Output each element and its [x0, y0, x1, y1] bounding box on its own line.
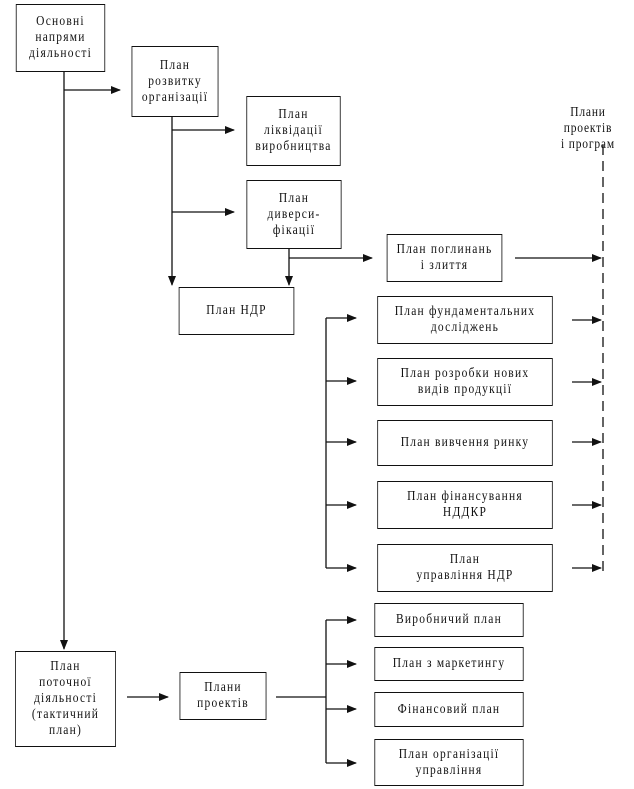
market-study-plan-box: План вивчення ринку — [377, 420, 553, 466]
production-plan-box: Виробничий план — [374, 603, 524, 637]
fundamental-research-plan-box: План фундаментальних досліджень — [377, 296, 553, 344]
projects-programs-text: Плани проектів і програм — [561, 105, 615, 152]
diversification-plan-box: План диверси- фікації — [246, 180, 342, 249]
current-activity-plan-box: План поточної діяльності (тактичний план… — [15, 651, 116, 747]
liquidation-plan-box: План ліквідації виробництва — [246, 96, 341, 166]
project-plans-box: Плани проектів — [179, 672, 267, 720]
market-study-plan-text: План вивчення ринку — [400, 435, 530, 450]
financing-plan-box: План фінансування НДДКР — [377, 481, 553, 529]
new-products-plan-box: План розробки нових видів продукції — [377, 358, 553, 406]
development-plan-box: План розвитку організації — [131, 46, 219, 117]
diversification-plan-text: План диверси- фікації — [267, 190, 321, 238]
mergers-plan-box: План поглинань і злиття — [386, 234, 503, 282]
mergers-plan-text: План поглинань і злиття — [396, 242, 493, 273]
marketing-plan-box: План з маркетингу — [374, 647, 524, 681]
rnd-management-plan-box: План управління НДР — [377, 544, 553, 592]
fundamental-research-plan-text: План фундаментальних досліджень — [394, 304, 536, 335]
main-directions-text: Основні напрями діяльності — [28, 14, 93, 61]
development-plan-text: План розвитку організації — [141, 57, 209, 105]
new-products-plan-text: План розробки нових видів продукції — [400, 366, 530, 397]
marketing-plan-text: План з маркетингу — [392, 656, 506, 671]
rnd-plan-box: План НДР — [178, 287, 295, 335]
financial-plan-box: Фінансовий план — [374, 692, 524, 727]
projects-programs-label: Плани проектів і програм — [554, 89, 623, 152]
liquidation-plan-text: План ліквідації виробництва — [255, 107, 332, 154]
rnd-management-plan-text: План управління НДР — [416, 552, 514, 583]
financing-plan-text: План фінансування НДДКР — [407, 489, 523, 520]
production-plan-text: Виробничий план — [396, 612, 502, 627]
rnd-plan-text: План НДР — [206, 303, 267, 318]
org-management-plan-box: План організації управління — [374, 739, 524, 786]
project-plans-text: Плани проектів — [197, 680, 249, 711]
org-management-plan-text: План організації управління — [398, 746, 500, 778]
current-activity-plan-text: План поточної діяльності (тактичний план… — [31, 659, 100, 738]
financial-plan-text: Фінансовий план — [397, 701, 501, 717]
main-directions-box: Основні напрями діяльності — [15, 4, 106, 72]
